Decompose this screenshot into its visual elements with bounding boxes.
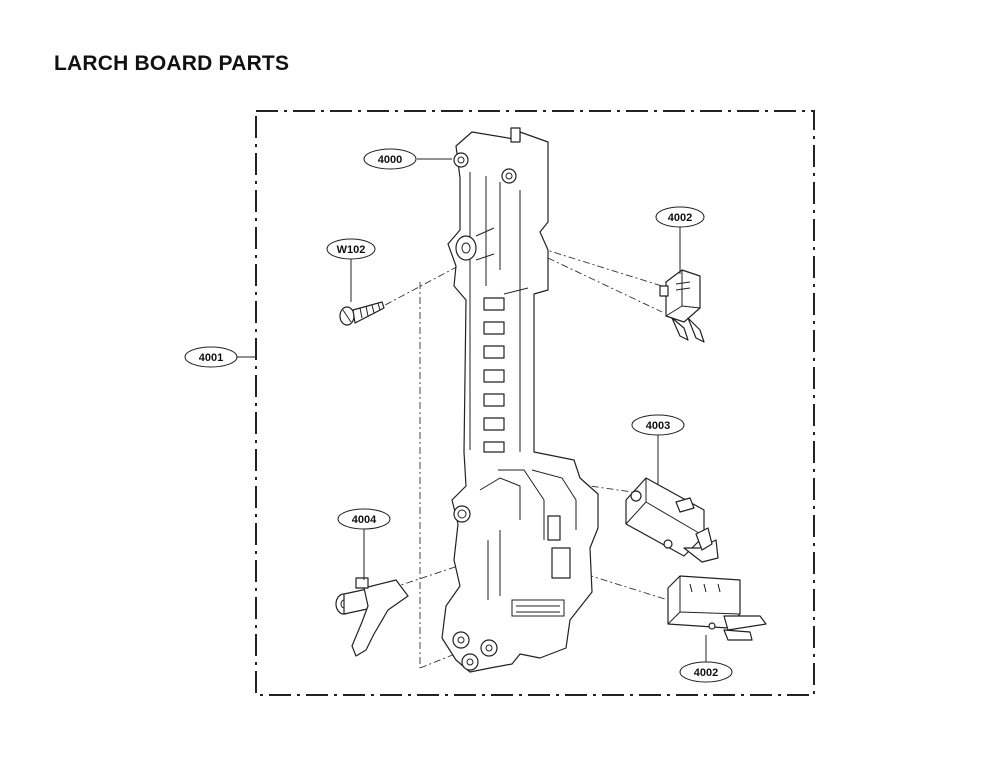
callout-W102-label: W102 [337, 244, 366, 256]
callout-4002-bottom: 4002 [679, 661, 733, 683]
screw-part [339, 301, 385, 326]
callout-4001: 4001 [184, 346, 238, 368]
callout-4004-label: 4004 [352, 514, 377, 526]
callout-W102: W102 [326, 238, 376, 260]
callout-4001-label: 4001 [199, 352, 223, 364]
callout-4002-bottom-label: 4002 [694, 667, 718, 679]
callout-4002-top: 4002 [655, 206, 705, 228]
micro-switch-bottom-part [667, 575, 767, 641]
callout-4003-label: 4003 [646, 420, 670, 432]
slot-ladder [483, 297, 505, 453]
latch-board-part [441, 127, 599, 673]
callout-leaders [237, 158, 707, 662]
lever-part [335, 577, 409, 657]
callout-4000: 4000 [363, 148, 417, 170]
assembly-boundary [255, 110, 815, 696]
micro-switch-middle-part [625, 477, 719, 563]
callout-4002-top-label: 4002 [668, 212, 692, 224]
callout-4003: 4003 [631, 414, 685, 436]
callout-4004: 4004 [337, 508, 391, 530]
micro-switch-top-part [659, 269, 705, 343]
page-title: LARCH BOARD PARTS [54, 52, 290, 75]
callout-4000-label: 4000 [378, 154, 402, 166]
